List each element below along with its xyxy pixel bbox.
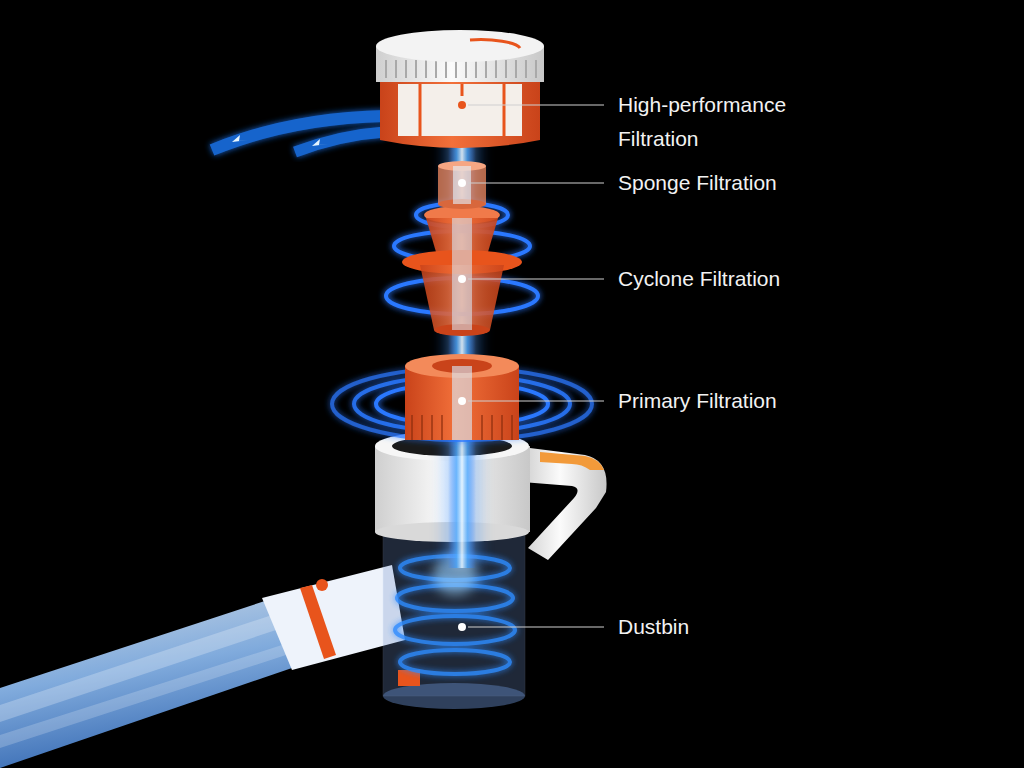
cap-top bbox=[376, 30, 544, 62]
filter-housing bbox=[380, 80, 540, 148]
airflow-glow bbox=[438, 138, 486, 568]
swirl bbox=[395, 556, 515, 674]
leader-line bbox=[468, 278, 604, 279]
leader-line bbox=[468, 626, 604, 627]
tube-body bbox=[0, 600, 292, 768]
tube-stripe bbox=[0, 645, 286, 748]
leader-lines bbox=[468, 105, 604, 627]
airflow-arrowhead bbox=[312, 139, 328, 146]
airflow-arrowhead bbox=[232, 135, 248, 142]
callout-dot bbox=[458, 397, 466, 405]
cap-grille bbox=[386, 60, 536, 78]
callout-dot bbox=[458, 179, 466, 187]
release-button bbox=[316, 579, 328, 591]
tube-ring bbox=[300, 585, 336, 659]
callout-label: Dustbin bbox=[618, 610, 689, 644]
vacuum-tube bbox=[0, 565, 405, 768]
cap-accent bbox=[470, 40, 520, 48]
cyclone-filter bbox=[386, 203, 538, 336]
leader-line bbox=[468, 400, 604, 401]
airflow-core bbox=[452, 218, 472, 330]
sponge-filter bbox=[438, 161, 486, 209]
airflow-stream bbox=[295, 132, 385, 152]
dustbin-base bbox=[383, 683, 525, 709]
callout-label: High-performance Filtration bbox=[618, 88, 838, 156]
handle-body bbox=[522, 447, 607, 560]
handle bbox=[522, 447, 607, 560]
callout-dot bbox=[458, 275, 466, 283]
callout-dot bbox=[458, 101, 466, 109]
callout-dot bbox=[458, 623, 466, 631]
leader-line bbox=[468, 182, 604, 183]
callout-label: Sponge Filtration bbox=[618, 166, 777, 200]
airflow-core bbox=[452, 366, 472, 440]
sponge-body bbox=[438, 166, 486, 204]
primary-body bbox=[405, 366, 519, 440]
callout-label: Cyclone Filtration bbox=[618, 262, 780, 296]
callout-dots bbox=[458, 101, 466, 631]
filter-ribs bbox=[420, 84, 504, 136]
filter-pleats bbox=[398, 84, 522, 136]
airflow-arrows bbox=[212, 116, 385, 152]
airflow-core bbox=[453, 166, 471, 204]
leader-line bbox=[468, 104, 604, 105]
hepa-filter bbox=[376, 30, 544, 148]
primary-filter bbox=[332, 354, 592, 440]
callout-label: Primary Filtration bbox=[618, 384, 777, 418]
handle-accent bbox=[540, 452, 604, 470]
